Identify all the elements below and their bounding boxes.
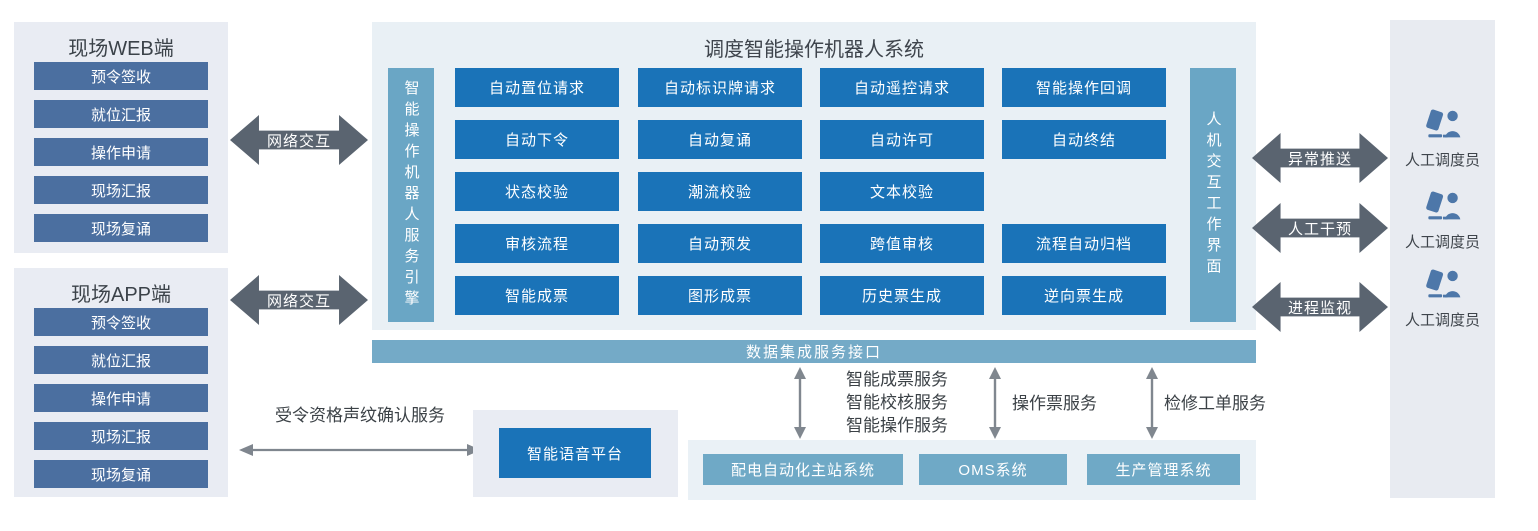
- dispatcher-label: 人工调度员: [1404, 312, 1480, 329]
- voiceprint-service-label: 受令资格声纹确认服务: [275, 406, 445, 425]
- dispatcher-label: 人工调度员: [1404, 234, 1480, 251]
- dispatcher-icon: [1425, 269, 1460, 298]
- external-systems-panel: 配电自动化主站系统 OMS系统 生产管理系统: [688, 440, 1256, 500]
- maintenance-order-arrow-icon: [1146, 367, 1158, 439]
- smart-services-label: 智能成票服务 智能校核服务 智能操作服务: [846, 368, 948, 437]
- operation-ticket-service-label: 操作票服务: [1012, 394, 1097, 413]
- module-auto-tag-request: 自动标识牌请求: [638, 68, 802, 107]
- voice-platform-panel: 智能语音平台: [473, 410, 678, 497]
- web-item-operation-request: 操作申请: [34, 138, 208, 166]
- module-review-flow: 审核流程: [455, 224, 619, 263]
- app-item-operation-request: 操作申请: [34, 384, 208, 412]
- module-auto-remote-control-request: 自动遥控请求: [820, 68, 984, 107]
- operation-ticket-arrow-icon: [989, 367, 1001, 439]
- voiceprint-service-arrow-icon: [239, 444, 481, 456]
- field-app-title: 现场APP端: [70, 284, 172, 306]
- exception-push-label: 异常推送: [1287, 150, 1352, 168]
- manual-intervention-label: 人工干预: [1287, 220, 1352, 238]
- field-app-panel: 现场APP端 预令签收 就位汇报 操作申请 现场汇报 现场复诵: [14, 268, 228, 497]
- app-item-site-report: 现场汇报: [34, 422, 208, 450]
- smart-check-service-line: 智能校核服务: [846, 393, 948, 412]
- module-auto-setpoint-request: 自动置位请求: [455, 68, 619, 107]
- dispatcher-panel: 人工调度员 人工调度员: [1390, 20, 1495, 498]
- data-integration-bar: 数据集成服务接口: [372, 340, 1256, 363]
- web-item-site-report: 现场汇报: [34, 176, 208, 204]
- dispatcher-group-2: 人工调度员: [1390, 190, 1495, 252]
- module-history-ticket: 历史票生成: [820, 276, 984, 315]
- module-auto-archive: 流程自动归档: [1002, 224, 1166, 263]
- dispatcher-icon: [1425, 191, 1460, 220]
- oms-system-box: OMS系统: [919, 454, 1067, 485]
- module-smart-ticket: 智能成票: [455, 276, 619, 315]
- module-status-check: 状态校验: [455, 172, 619, 211]
- module-auto-permit: 自动许可: [820, 120, 984, 159]
- module-powerflow-check: 潮流校验: [638, 172, 802, 211]
- process-monitor-label: 进程监视: [1287, 299, 1352, 317]
- smart-ticket-service-line: 智能成票服务: [846, 370, 948, 389]
- network-arrow-web: 网络交互: [230, 115, 368, 165]
- field-web-title: 现场WEB端: [68, 38, 174, 60]
- voice-platform-box: 智能语音平台: [499, 428, 651, 478]
- app-item-inplace-report: 就位汇报: [34, 346, 208, 374]
- robot-system-title: 调度智能操作机器人系统: [704, 39, 924, 61]
- robot-system-panel: 调度智能操作机器人系统 智能操作机器人服务引擎 人机交互工作界面 自动置位请求 …: [372, 22, 1256, 330]
- network-arrow-app: 网络交互: [230, 275, 368, 325]
- module-graphic-ticket: 图形成票: [638, 276, 802, 315]
- data-integration-label: 数据集成服务接口: [745, 344, 882, 361]
- dispatcher-group-3: 人工调度员: [1390, 268, 1495, 330]
- web-item-site-repeat: 现场复诵: [34, 214, 208, 242]
- app-item-sign: 预令签收: [34, 308, 208, 336]
- network-arrow-app-label: 网络交互: [266, 292, 331, 310]
- smart-operation-service-line: 智能操作服务: [846, 416, 948, 435]
- module-smart-operation-callback: 智能操作回调: [1002, 68, 1166, 107]
- maintenance-order-service-label: 检修工单服务: [1164, 394, 1266, 413]
- module-auto-preissue: 自动预发: [638, 224, 802, 263]
- process-monitor-arrow: 进程监视: [1252, 282, 1388, 332]
- dispatcher-label: 人工调度员: [1404, 152, 1480, 169]
- module-cross-shift-review: 跨值审核: [820, 224, 984, 263]
- distribution-automation-system-box: 配电自动化主站系统: [703, 454, 903, 485]
- dispatcher-icon: [1425, 109, 1460, 138]
- web-item-inplace-report: 就位汇报: [34, 100, 208, 128]
- module-text-check: 文本校验: [820, 172, 984, 211]
- module-auto-repeat: 自动复诵: [638, 120, 802, 159]
- hmi-workbench-bar: 人机交互工作界面: [1190, 68, 1236, 322]
- manual-intervention-arrow: 人工干预: [1252, 203, 1388, 253]
- production-management-system-box: 生产管理系统: [1087, 454, 1240, 485]
- module-reverse-ticket: 逆向票生成: [1002, 276, 1166, 315]
- exception-push-arrow: 异常推送: [1252, 133, 1388, 183]
- service-engine-bar: 智能操作机器人服务引擎: [388, 68, 434, 322]
- field-web-panel: 现场WEB端 预令签收 就位汇报 操作申请 现场汇报 现场复诵: [14, 22, 228, 253]
- module-auto-terminate: 自动终结: [1002, 120, 1166, 159]
- dispatcher-group-1: 人工调度员: [1390, 108, 1495, 170]
- network-arrow-web-label: 网络交互: [266, 132, 331, 150]
- integration-arrow-icon: [794, 367, 806, 439]
- web-item-sign: 预令签收: [34, 62, 208, 90]
- app-item-site-repeat: 现场复诵: [34, 460, 208, 488]
- module-auto-command: 自动下令: [455, 120, 619, 159]
